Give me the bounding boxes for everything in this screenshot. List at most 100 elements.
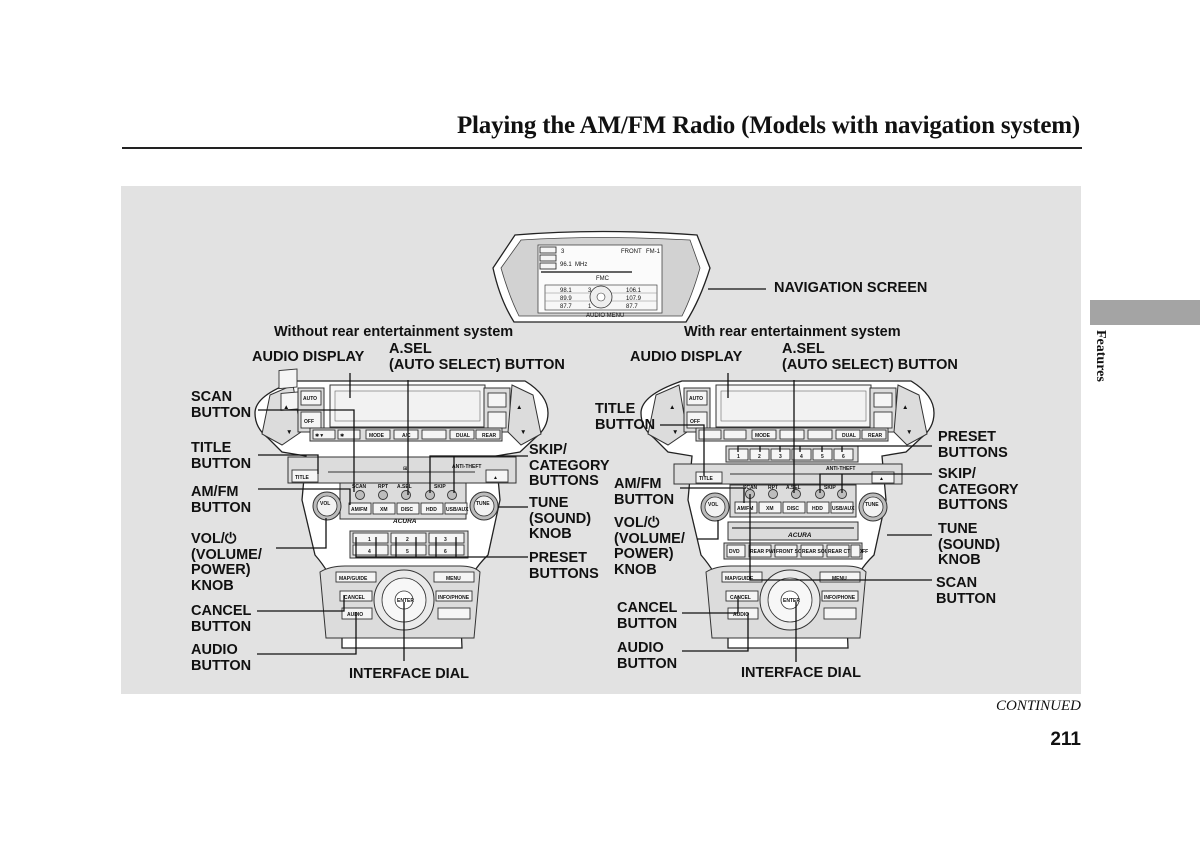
svg-text:DUAL: DUAL (842, 433, 856, 439)
svg-text:ACURA: ACURA (787, 532, 812, 539)
nav-preset-r1: 106.1 (626, 288, 642, 294)
left-label-preset: PRESET BUTTONS (529, 550, 599, 582)
left-label-title: TITLE BUTTON (191, 440, 252, 472)
svg-text:AM/FM: AM/FM (737, 506, 753, 512)
left-label-audio: AUDIO BUTTON (191, 642, 252, 674)
svg-text:▼: ▼ (906, 429, 912, 436)
title-rule (122, 147, 1082, 149)
svg-text:INFO/PHONE: INFO/PHONE (824, 595, 856, 601)
svg-text:DISC: DISC (787, 506, 799, 512)
page-number: 211 (1050, 729, 1081, 750)
svg-text:REAR: REAR (482, 433, 497, 439)
nav-preset-l2: 89.9 (560, 296, 572, 302)
svg-text:DVD: DVD (729, 549, 740, 555)
svg-text:HDD: HDD (426, 507, 437, 513)
svg-text:SCAN: SCAN (352, 484, 367, 490)
subtitle-without-rear: Without rear entertainment system (274, 324, 514, 340)
svg-text:▲: ▲ (283, 404, 289, 411)
svg-text:DUAL: DUAL (456, 433, 470, 439)
svg-text:VOL: VOL (708, 502, 718, 508)
svg-text:▼: ▼ (286, 429, 292, 436)
nav-unit: MHz (575, 262, 587, 268)
svg-text:ENTER: ENTER (397, 598, 414, 604)
svg-text:INFO/PHONE: INFO/PHONE (438, 595, 470, 601)
right-label-audio-display: AUDIO DISPLAY (630, 349, 743, 365)
svg-text:ENTER: ENTER (783, 598, 800, 604)
right-label-vol: VOL/⏻ (VOLUME/ POWER) KNOB (614, 515, 685, 578)
svg-text:TITLE: TITLE (699, 476, 714, 482)
right-label-asel: A.SEL (AUTO SELECT) BUTTON (782, 341, 958, 373)
svg-text:TITLE: TITLE (295, 475, 310, 481)
nav-audio-menu: AUDIO MENU (586, 313, 624, 319)
svg-text:MENU: MENU (832, 576, 847, 582)
svg-text:SKIP: SKIP (434, 484, 446, 490)
nav-preset-r2: 107.9 (626, 296, 642, 302)
svg-text:MODE: MODE (369, 433, 385, 439)
svg-text:AM/FM: AM/FM (351, 507, 367, 513)
left-label-audio-display: AUDIO DISPLAY (252, 349, 365, 365)
svg-text:REAR: REAR (868, 433, 883, 439)
right-label-interface-dial: INTERFACE DIAL (741, 665, 862, 681)
svg-text:▲: ▲ (493, 475, 498, 481)
svg-text:2: 2 (758, 454, 761, 460)
svg-text:RPT: RPT (378, 484, 388, 490)
svg-text:MODE: MODE (755, 433, 771, 439)
svg-text:TUNE: TUNE (476, 501, 490, 507)
svg-text:DISC: DISC (401, 507, 413, 513)
svg-text:AUDIO: AUDIO (347, 612, 363, 618)
left-label-amfm: AM/FM BUTTON (191, 484, 252, 516)
svg-text:▲: ▲ (516, 404, 522, 411)
right-leader-lines (660, 373, 932, 662)
svg-text:3: 3 (779, 454, 782, 460)
right-label-cancel: CANCEL BUTTON (617, 600, 678, 632)
svg-text:A/C: A/C (402, 433, 411, 439)
left-label-tune: TUNE (SOUND) KNOB (529, 495, 592, 542)
svg-text:OFF: OFF (304, 419, 314, 425)
svg-text:ANTI-THEFT: ANTI-THEFT (452, 464, 481, 470)
svg-text:▲: ▲ (902, 404, 908, 411)
svg-text:AUTO: AUTO (689, 396, 703, 402)
svg-text:CANCEL: CANCEL (344, 595, 365, 601)
nav-preset-l1: 98.1 (560, 288, 572, 294)
svg-text:▲: ▲ (879, 476, 884, 482)
svg-text:✱: ✱ (340, 433, 345, 439)
svg-text:4: 4 (368, 549, 371, 555)
svg-text:USB/AUX: USB/AUX (446, 507, 469, 513)
svg-text:AUDIO: AUDIO (733, 612, 749, 618)
left-label-vol: VOL/⏻ (VOLUME/ POWER) KNOB (191, 531, 262, 594)
navigation-screen: 3 FRONT FM-1 96.1 MHz FMC 98.1 89.9 87.7… (492, 230, 711, 323)
nav-fmc: FMC (596, 276, 610, 282)
svg-text:VOL: VOL (320, 501, 330, 507)
svg-text:MAP/GUIDE: MAP/GUIDE (339, 576, 368, 582)
svg-text:MENU: MENU (446, 576, 461, 582)
left-leader-lines (257, 373, 528, 661)
svg-text:▲: ▲ (669, 404, 675, 411)
right-label-preset: PRESET BUTTONS (938, 429, 1008, 461)
nav-preset-c1: 3 (588, 288, 592, 294)
svg-text:✱▼: ✱▼ (315, 433, 324, 439)
svg-text:REAR CTRL OFF: REAR CTRL OFF (828, 549, 868, 555)
svg-text:▼: ▼ (672, 429, 678, 436)
subtitle-with-rear: With rear entertainment system (684, 324, 901, 340)
nav-channel: 3 (561, 249, 565, 255)
svg-text:CANCEL: CANCEL (730, 595, 751, 601)
continued-note: CONTINUED (995, 698, 1081, 714)
svg-text:ACURA: ACURA (392, 518, 417, 525)
nav-band: FM-1 (646, 249, 661, 255)
nav-preset-r3: 87.7 (626, 304, 638, 310)
svg-text:XM: XM (380, 507, 388, 513)
svg-text:6: 6 (842, 454, 845, 460)
svg-text:SCAN: SCAN (743, 485, 758, 491)
svg-text:REAR SOURCE: REAR SOURCE (802, 549, 840, 555)
svg-text:RPT: RPT (768, 485, 778, 491)
svg-text:A.SEL: A.SEL (397, 484, 412, 490)
left-label-skip: SKIP/ CATEGORY BUTTONS (529, 442, 610, 489)
svg-text:USB/AUX: USB/AUX (832, 506, 855, 512)
svg-text:5: 5 (406, 549, 409, 555)
nav-preset-c3: 1 (588, 304, 592, 310)
svg-text:MAP/GUIDE: MAP/GUIDE (725, 576, 754, 582)
svg-text:ANTI-THEFT: ANTI-THEFT (826, 466, 855, 472)
svg-text:1: 1 (737, 454, 740, 460)
nav-front: FRONT (621, 249, 642, 255)
svg-text:SKIP: SKIP (824, 485, 836, 491)
